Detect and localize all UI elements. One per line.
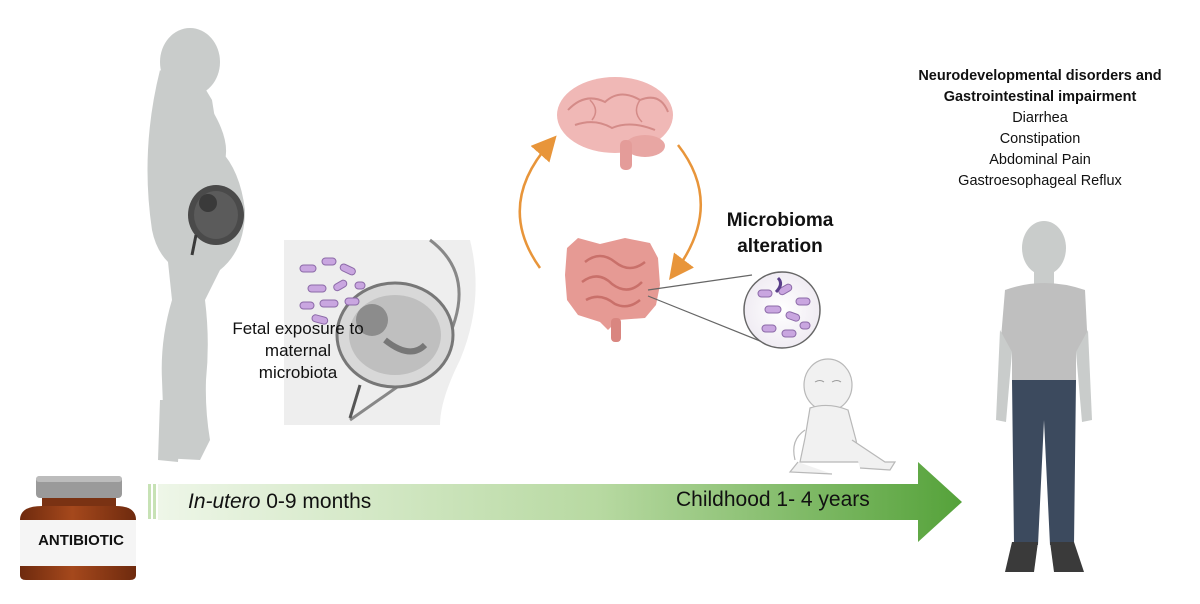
brain-illustration <box>557 77 673 170</box>
in-utero-period: 0-9 months <box>260 490 372 513</box>
cycle-arrows <box>518 135 702 281</box>
pregnant-woman-silhouette <box>147 28 245 462</box>
fetal-exposure-label: Fetal exposure to maternal microbiota <box>232 319 364 382</box>
man-illustration <box>996 221 1092 572</box>
timeline-arrow <box>148 462 962 542</box>
childhood-label: Childhood 1- 4 years <box>676 488 870 511</box>
bacteria-cluster <box>299 257 366 325</box>
intestine-illustration <box>565 238 660 342</box>
symptom-item: Diarrhea <box>1012 110 1068 126</box>
symptom-item: Abdominal Pain <box>989 152 1091 168</box>
outcomes-title: Neurodevelopmental disorders and Gastroi… <box>918 68 1162 105</box>
antibiotic-label: ANTIBIOTIC <box>38 532 124 549</box>
microbioma-alteration-label: Microbioma alteration <box>726 210 834 257</box>
baby-illustration <box>788 358 897 475</box>
microbiome-zoom <box>647 271 821 349</box>
fetal-inset <box>284 238 476 425</box>
symptom-item: Gastroesophageal Reflux <box>958 173 1122 189</box>
symptom-item: Constipation <box>999 131 1081 147</box>
in-utero-italic: In-utero <box>188 490 261 513</box>
in-utero-label: In-utero 0-9 months <box>188 490 371 514</box>
outcomes-block: Neurodevelopmental disorders and Gastroi… <box>880 66 1200 192</box>
antibiotic-bottle <box>20 476 136 580</box>
